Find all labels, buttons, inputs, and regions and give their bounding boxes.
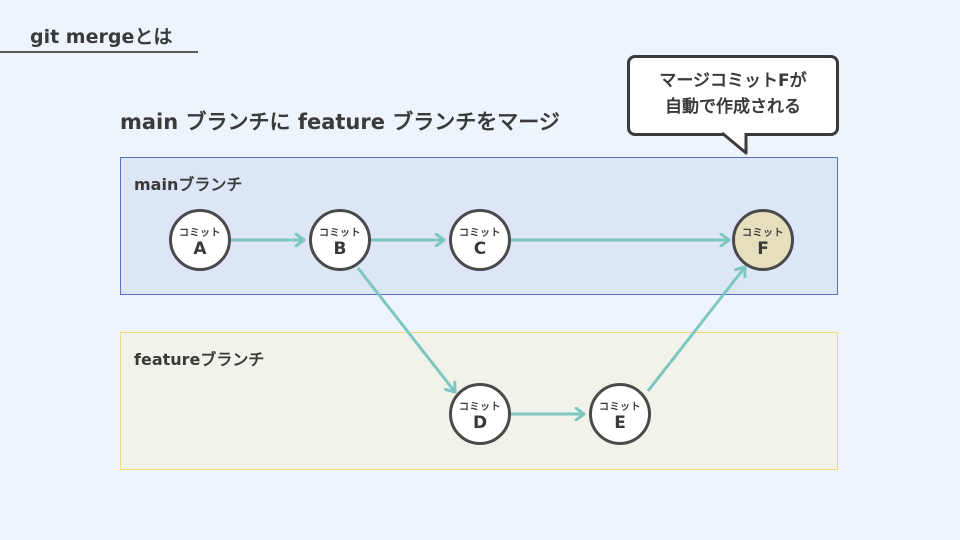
page-title: git mergeとは xyxy=(30,26,173,48)
edge-b-to-d xyxy=(356,267,455,392)
callout-line-2: 自動で作成される xyxy=(665,97,801,117)
commit-id: C xyxy=(473,239,487,259)
commit-caption: コミット xyxy=(599,402,641,413)
edge-e-to-f xyxy=(646,267,745,392)
commit-caption: コミット xyxy=(319,228,361,239)
commit-id: F xyxy=(757,239,769,259)
feature-branch-lane: featureブランチ xyxy=(120,332,838,470)
commit-b: コミット B xyxy=(309,209,371,271)
commit-f-merge: コミット F xyxy=(732,209,794,271)
callout-text: マージコミットFが 自動で作成される xyxy=(630,68,836,120)
commit-id: E xyxy=(614,413,626,433)
commit-a: コミット A xyxy=(169,209,231,271)
callout-line-1: マージコミットFが xyxy=(659,71,807,91)
commit-e: コミット E xyxy=(589,383,651,445)
commit-caption: コミット xyxy=(459,402,501,413)
commit-caption: コミット xyxy=(459,228,501,239)
diagram-heading: main ブランチに feature ブランチをマージ xyxy=(120,110,560,134)
title-underline xyxy=(0,51,198,53)
merge-callout: マージコミットFが 自動で作成される xyxy=(627,55,839,136)
callout-tail xyxy=(721,132,748,155)
feature-branch-label: featureブランチ xyxy=(134,350,265,369)
main-branch-label: mainブランチ xyxy=(134,175,243,194)
commit-id: D xyxy=(472,413,488,433)
commit-id: A xyxy=(193,239,207,259)
commit-caption: コミット xyxy=(742,228,784,239)
commit-d: コミット D xyxy=(449,383,511,445)
commit-c: コミット C xyxy=(449,209,511,271)
commit-id: B xyxy=(333,239,347,259)
commit-caption: コミット xyxy=(179,228,221,239)
